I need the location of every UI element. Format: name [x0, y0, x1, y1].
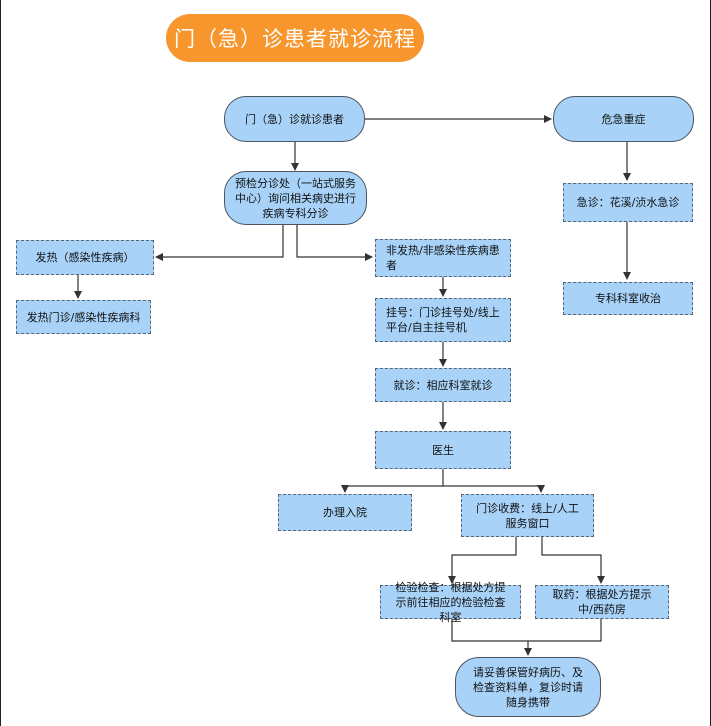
- edge-triage-fever: [155, 225, 284, 261]
- node-keep: 请妥善保管好病历、及检查资料单，复诊时请随身携带: [455, 657, 601, 717]
- node-pharmacy: 取药：根据处方提示中/西药房: [535, 585, 669, 619]
- node-consult: 就诊：相应科室就诊: [375, 368, 511, 402]
- node-start: 门（急）诊就诊患者: [224, 96, 365, 142]
- edge-doctor-admit: [341, 469, 444, 493]
- edge-triage-nonfever: [296, 225, 373, 261]
- edge-doctor-payment: [443, 485, 545, 493]
- node-er-clinic: 急诊：花溪/浈水急诊: [563, 183, 693, 222]
- node-fever-clinic: 发热门诊/感染性疾病科: [16, 300, 151, 334]
- node-payment: 门诊收费：线上/人工服务窗口: [461, 494, 594, 537]
- frame-left-border: [0, 0, 1, 726]
- node-exam: 检验检查：根据处方提示前往相应的检验检查科室: [380, 581, 521, 624]
- node-doctor: 医生: [375, 431, 511, 469]
- edge-exam-keep: [451, 619, 602, 642]
- edge-payment-exam: [448, 537, 517, 584]
- node-register: 挂号：门诊挂号处/线上平台/自主挂号机: [375, 298, 511, 342]
- node-admit: 办理入院: [278, 494, 412, 531]
- node-triage: 预检分诊处（一站式服务中心）询问相关病史进行疾病专科分诊: [224, 171, 367, 225]
- node-nonfever: 非发热/非感染性疾病患者: [375, 239, 511, 277]
- node-specialty: 专科科室收治: [563, 282, 693, 315]
- edge-payment-pharmacy: [541, 537, 605, 584]
- node-fever: 发热（感染性疾病）: [16, 240, 154, 275]
- flowchart-title: 门（急）诊患者就诊流程: [166, 14, 424, 62]
- node-emergency: 危急重症: [553, 96, 694, 142]
